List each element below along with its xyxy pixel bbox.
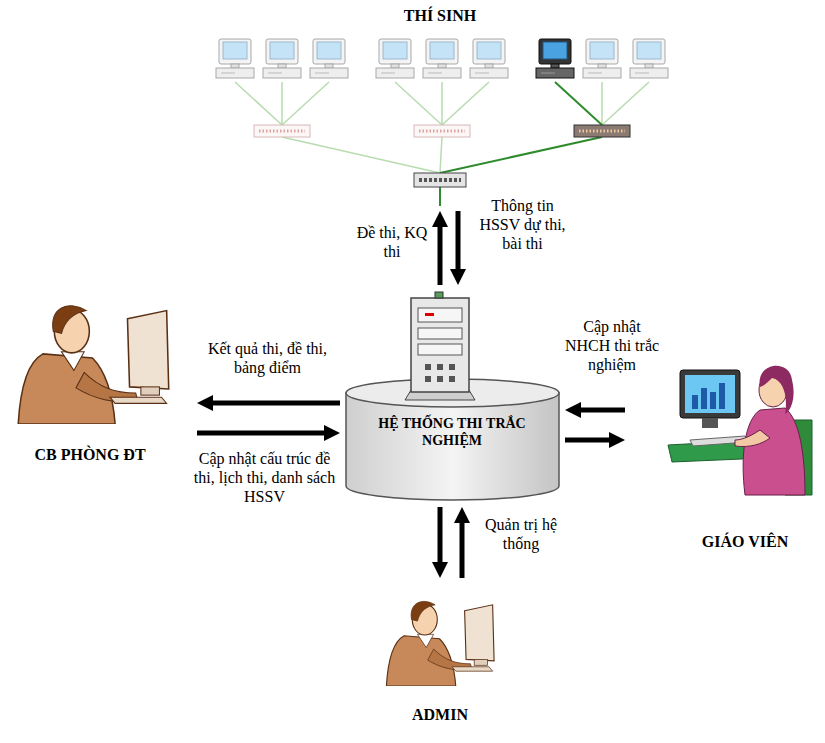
- node-label: CB PHÒNG ĐT: [10, 445, 170, 464]
- arrow-shaft: [579, 408, 625, 413]
- flow-label: Quản trị hệ thống: [476, 516, 566, 554]
- flow-label: Kết quả thi, đề thi, bảng điểm: [200, 340, 335, 378]
- flow-label: Cập nhật cấu trúc đề thi, lịch thi, danh…: [192, 450, 337, 507]
- student-computers: [216, 39, 668, 78]
- actor-node: CB PHÒNG ĐT: [10, 285, 192, 475]
- flow-arrow: [432, 211, 448, 285]
- arrow-shaft: [565, 438, 611, 443]
- actor-node: GIÁO VIÊN: [630, 330, 820, 560]
- arrow-shaft: [211, 401, 340, 406]
- arrow-shaft: [438, 507, 443, 564]
- flow-arrow: [454, 507, 470, 578]
- network-hubs: [254, 125, 630, 187]
- flow-arrow: [565, 432, 625, 448]
- arrow-head: [609, 432, 625, 448]
- label-anchor: Quản trị hệ thống: [476, 516, 566, 554]
- arrow-shaft: [438, 225, 443, 285]
- arrow-head: [454, 507, 470, 523]
- label-anchor: Đề thi, KQ thi: [356, 224, 428, 262]
- system-cylinder: HỆ THỐNG THI TRẮC NGHIỆM: [345, 290, 560, 502]
- actor-node: ADMIN: [360, 583, 520, 733]
- database-cylinder: [345, 290, 560, 502]
- flow-label: Cập nhật NHCH thi trắc nghiệm: [562, 318, 662, 375]
- node-label: GIÁO VIÊN: [670, 532, 820, 551]
- flow-arrow: [565, 402, 625, 418]
- flow-label: Thông tin HSSV dự thi, bài thi: [470, 197, 575, 254]
- arrow-head: [324, 425, 340, 441]
- actor-node: THÍ SINH: [190, 4, 690, 206]
- arrow-head: [432, 211, 448, 227]
- arrow-shaft: [460, 521, 465, 578]
- label-anchor: Thông tin HSSV dự thi, bài thi: [470, 197, 575, 254]
- flow-arrow: [197, 395, 340, 411]
- staff-figure: [18, 306, 168, 424]
- node-label: ADMIN: [360, 705, 520, 724]
- arrow-head: [565, 402, 581, 418]
- arrow-head: [450, 269, 466, 285]
- network-wires: [235, 82, 649, 206]
- flow-arrow: [432, 507, 448, 578]
- arrow-head: [432, 562, 448, 578]
- admin-figure: [386, 601, 494, 686]
- node-label: THÍ SINH: [190, 6, 690, 25]
- label-anchor: Cập nhật cấu trúc đề thi, lịch thi, danh…: [192, 450, 337, 507]
- label-anchor: Cập nhật NHCH thi trắc nghiệm: [562, 318, 662, 375]
- node-label: HỆ THỐNG THI TRẮC NGHIỆM: [377, 416, 527, 450]
- teacher-figure: [668, 366, 812, 495]
- flow-arrow: [197, 425, 340, 441]
- arrow-shaft: [456, 211, 461, 271]
- arrow-head: [197, 395, 213, 411]
- label-anchor: Kết quả thi, đề thi, bảng điểm: [200, 340, 335, 378]
- arrow-shaft: [197, 431, 326, 436]
- flow-arrow: [450, 211, 466, 285]
- flow-label: Đề thi, KQ thi: [356, 224, 428, 262]
